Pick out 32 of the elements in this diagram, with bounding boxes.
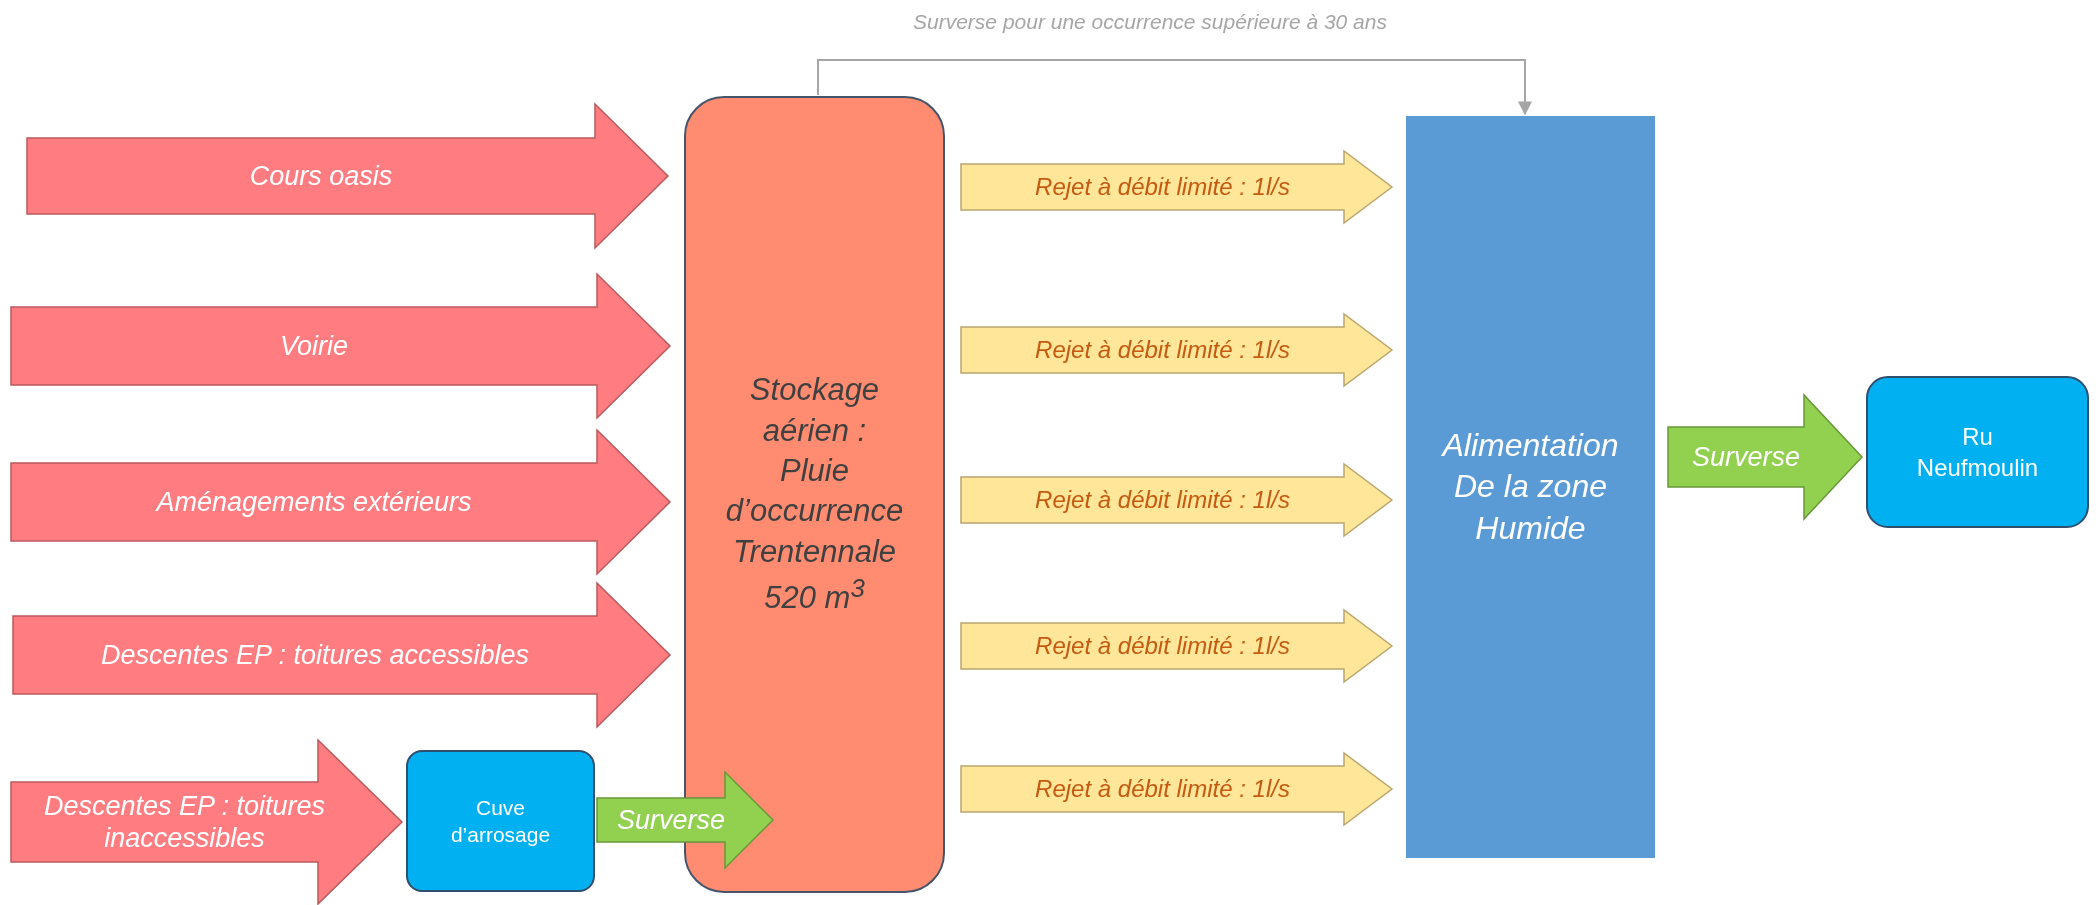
edge-label: Rejet à débit limité : 1l/s — [1035, 485, 1290, 515]
node-label: Stockage aérien : Pluie d’occurrence Trentennale 520 m$^{3}$ — [724, 371, 905, 618]
edge-label: Descentes EP : toitures inaccessibles — [42, 789, 327, 855]
block-arrow — [960, 608, 1394, 684]
block-arrow — [10, 738, 404, 905]
block-arrow — [26, 102, 670, 250]
block-arrow — [960, 149, 1394, 225]
stream-box — [1866, 376, 2089, 528]
block-arrow — [960, 462, 1394, 538]
edge-label: Descentes EP : toitures accessibles — [100, 638, 530, 672]
block-arrow — [1667, 393, 1864, 521]
block-arrow — [10, 428, 672, 576]
edge-label: Rejet à débit limité : 1l/s — [1035, 631, 1290, 661]
tank-box — [406, 750, 595, 892]
edge-label: Rejet à débit limité : 1l/s — [1035, 774, 1290, 804]
edge-label: Surverse — [616, 803, 725, 837]
arrow — [817, 59, 1532, 116]
node-label: Cuve d’arrosage — [449, 794, 552, 848]
edge-label: Aménagements extérieurs — [156, 485, 472, 519]
edge-label: Voirie — [280, 329, 348, 363]
block-arrow — [596, 770, 775, 870]
block-arrow — [960, 751, 1394, 827]
node-label: Alimentation De la zone Humide — [1440, 425, 1620, 548]
node-label: Ru Neufmoulin — [1915, 421, 2040, 483]
edge-label: Rejet à débit limité : 1l/s — [1035, 335, 1290, 365]
edge-label: Surverse — [1691, 440, 1800, 474]
block-arrow — [960, 312, 1394, 388]
block-arrow — [10, 272, 672, 420]
edge-label: Rejet à débit limité : 1l/s — [1035, 172, 1290, 202]
wetland-box — [1406, 116, 1655, 858]
edge-label: Cours oasis — [249, 159, 393, 193]
block-arrow — [12, 581, 672, 729]
